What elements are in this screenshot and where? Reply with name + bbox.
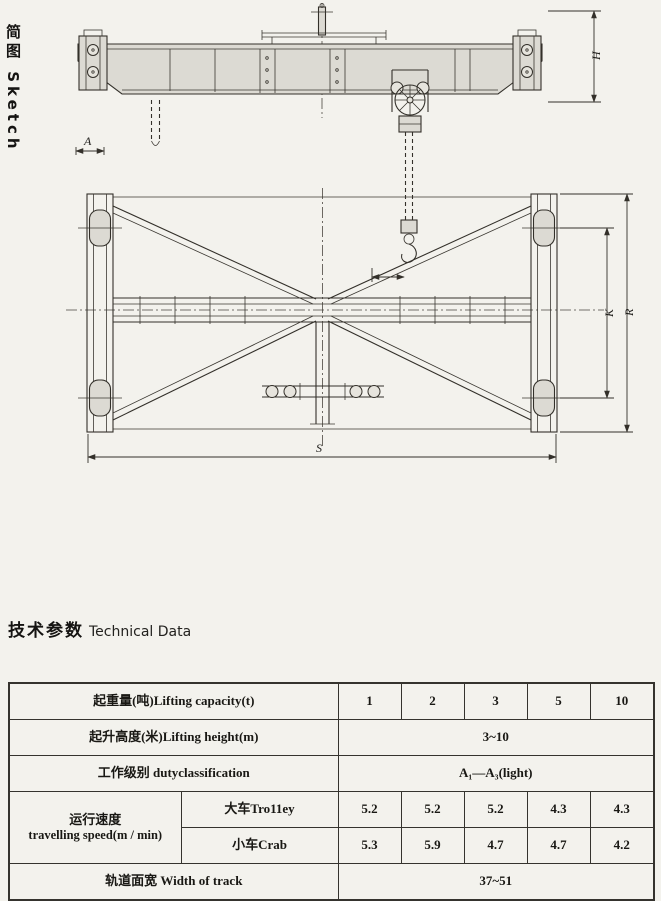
travelling-speed-label: 运行速度 travelling speed(m / min) [8, 791, 182, 864]
load-hook [400, 219, 418, 263]
duty-classification-value: A₁—A₃(light) [337, 755, 655, 792]
dim-H: H [548, 10, 603, 103]
row-lifting-height: 起升高度(米)Lifting height(m) 3~10 [8, 719, 655, 756]
hand-wheel [394, 84, 426, 116]
dim-label-S: S [316, 441, 322, 455]
end-carriage-left [78, 29, 108, 91]
upper-tie-bar [261, 30, 387, 44]
capacity-value-2: 2 [400, 682, 465, 720]
top-pin [311, 3, 333, 36]
dim-label-A: A [83, 134, 92, 148]
trolley-speed-2: 5.2 [400, 791, 465, 828]
capacity-value-5: 10 [589, 682, 655, 720]
crab-wheel [367, 385, 381, 398]
main-girder-plan [113, 296, 531, 324]
crab-speed-5: 4.2 [589, 827, 655, 864]
travelling-speed-label-en: travelling speed(m / min) [28, 827, 163, 842]
duty-classification-label: 工作级别 dutyclassification [8, 755, 339, 792]
lifting-height-value: 3~10 [337, 719, 655, 756]
crab-wheel [265, 385, 279, 398]
load-chain [404, 132, 414, 220]
elevation-view: A [75, 3, 603, 282]
sketch-section-label: 简图 Sketch [3, 24, 24, 153]
technical-data-table: 起重量(吨)Lifting capacity(t) 1 2 3 5 10 起升高… [8, 682, 656, 901]
trolley-speed-3: 5.2 [463, 791, 528, 828]
dim-A: A [75, 134, 105, 155]
diagonal-bracing [112, 205, 532, 421]
dim-K: K [560, 227, 616, 399]
trolley-speed-5: 4.3 [589, 791, 655, 828]
width-of-track-value: 37~51 [337, 863, 655, 901]
end-truck-left [78, 193, 122, 433]
crane-sketch-drawing: A [66, 3, 636, 463]
sketch-label-cn: 简图 [4, 24, 22, 62]
dim-S: S [87, 434, 557, 463]
main-girder [77, 43, 543, 95]
end-carriage-right [512, 29, 542, 91]
crab-sublabel: 小车Crab [180, 827, 339, 864]
row-duty-classification: 工作级别 dutyclassification A₁—A₃(light) [8, 755, 655, 792]
plan-view: K R S [66, 188, 636, 463]
width-of-track-label: 轨道面宽 Width of track [8, 863, 339, 901]
sketch-label-en: Sketch [4, 71, 22, 153]
crab-speed-4: 4.7 [526, 827, 591, 864]
trolley-speed-1: 5.2 [337, 791, 402, 828]
crab-frame [262, 322, 384, 425]
trolley-speed-4: 4.3 [526, 791, 591, 828]
row-speed-trolley: 运行速度 travelling speed(m / min) 大车Tro11ey… [8, 791, 655, 864]
crab-wheel [349, 385, 363, 398]
dim-label-H: H [589, 50, 603, 61]
hook-dimension [371, 268, 405, 282]
hand-chain [150, 100, 161, 146]
tech-heading-cn: 技术参数 [8, 621, 84, 641]
crab-speed-2: 5.9 [400, 827, 465, 864]
capacity-value-1: 1 [337, 682, 402, 720]
dim-label-K: K [602, 308, 616, 318]
crab-speed-3: 4.7 [463, 827, 528, 864]
end-truck-right [522, 193, 566, 433]
row-lifting-capacity: 起重量(吨)Lifting capacity(t) 1 2 3 5 10 [8, 682, 655, 720]
crab-wheel [283, 385, 297, 398]
dim-label-R: R [622, 308, 636, 317]
dim-R: R [560, 193, 636, 433]
crab-speed-1: 5.3 [337, 827, 402, 864]
lifting-height-label: 起升高度(米)Lifting height(m) [8, 719, 339, 756]
travelling-speed-label-cn: 运行速度 [69, 811, 122, 827]
capacity-value-3: 3 [463, 682, 528, 720]
trolley-sublabel: 大车Tro11ey [180, 791, 339, 828]
row-width-of-track: 轨道面宽 Width of track 37~51 [8, 863, 655, 901]
chain-hoist-trolley [390, 69, 430, 133]
lifting-capacity-label: 起重量(吨)Lifting capacity(t) [8, 682, 339, 720]
tech-heading-en: Technical Data [89, 624, 192, 640]
row-speed-crab: 小车Crab 5.3 5.9 4.7 4.7 4.2 [9, 827, 655, 864]
technical-data-heading: 技术参数 Technical Data [8, 616, 191, 641]
capacity-value-4: 5 [526, 682, 591, 720]
